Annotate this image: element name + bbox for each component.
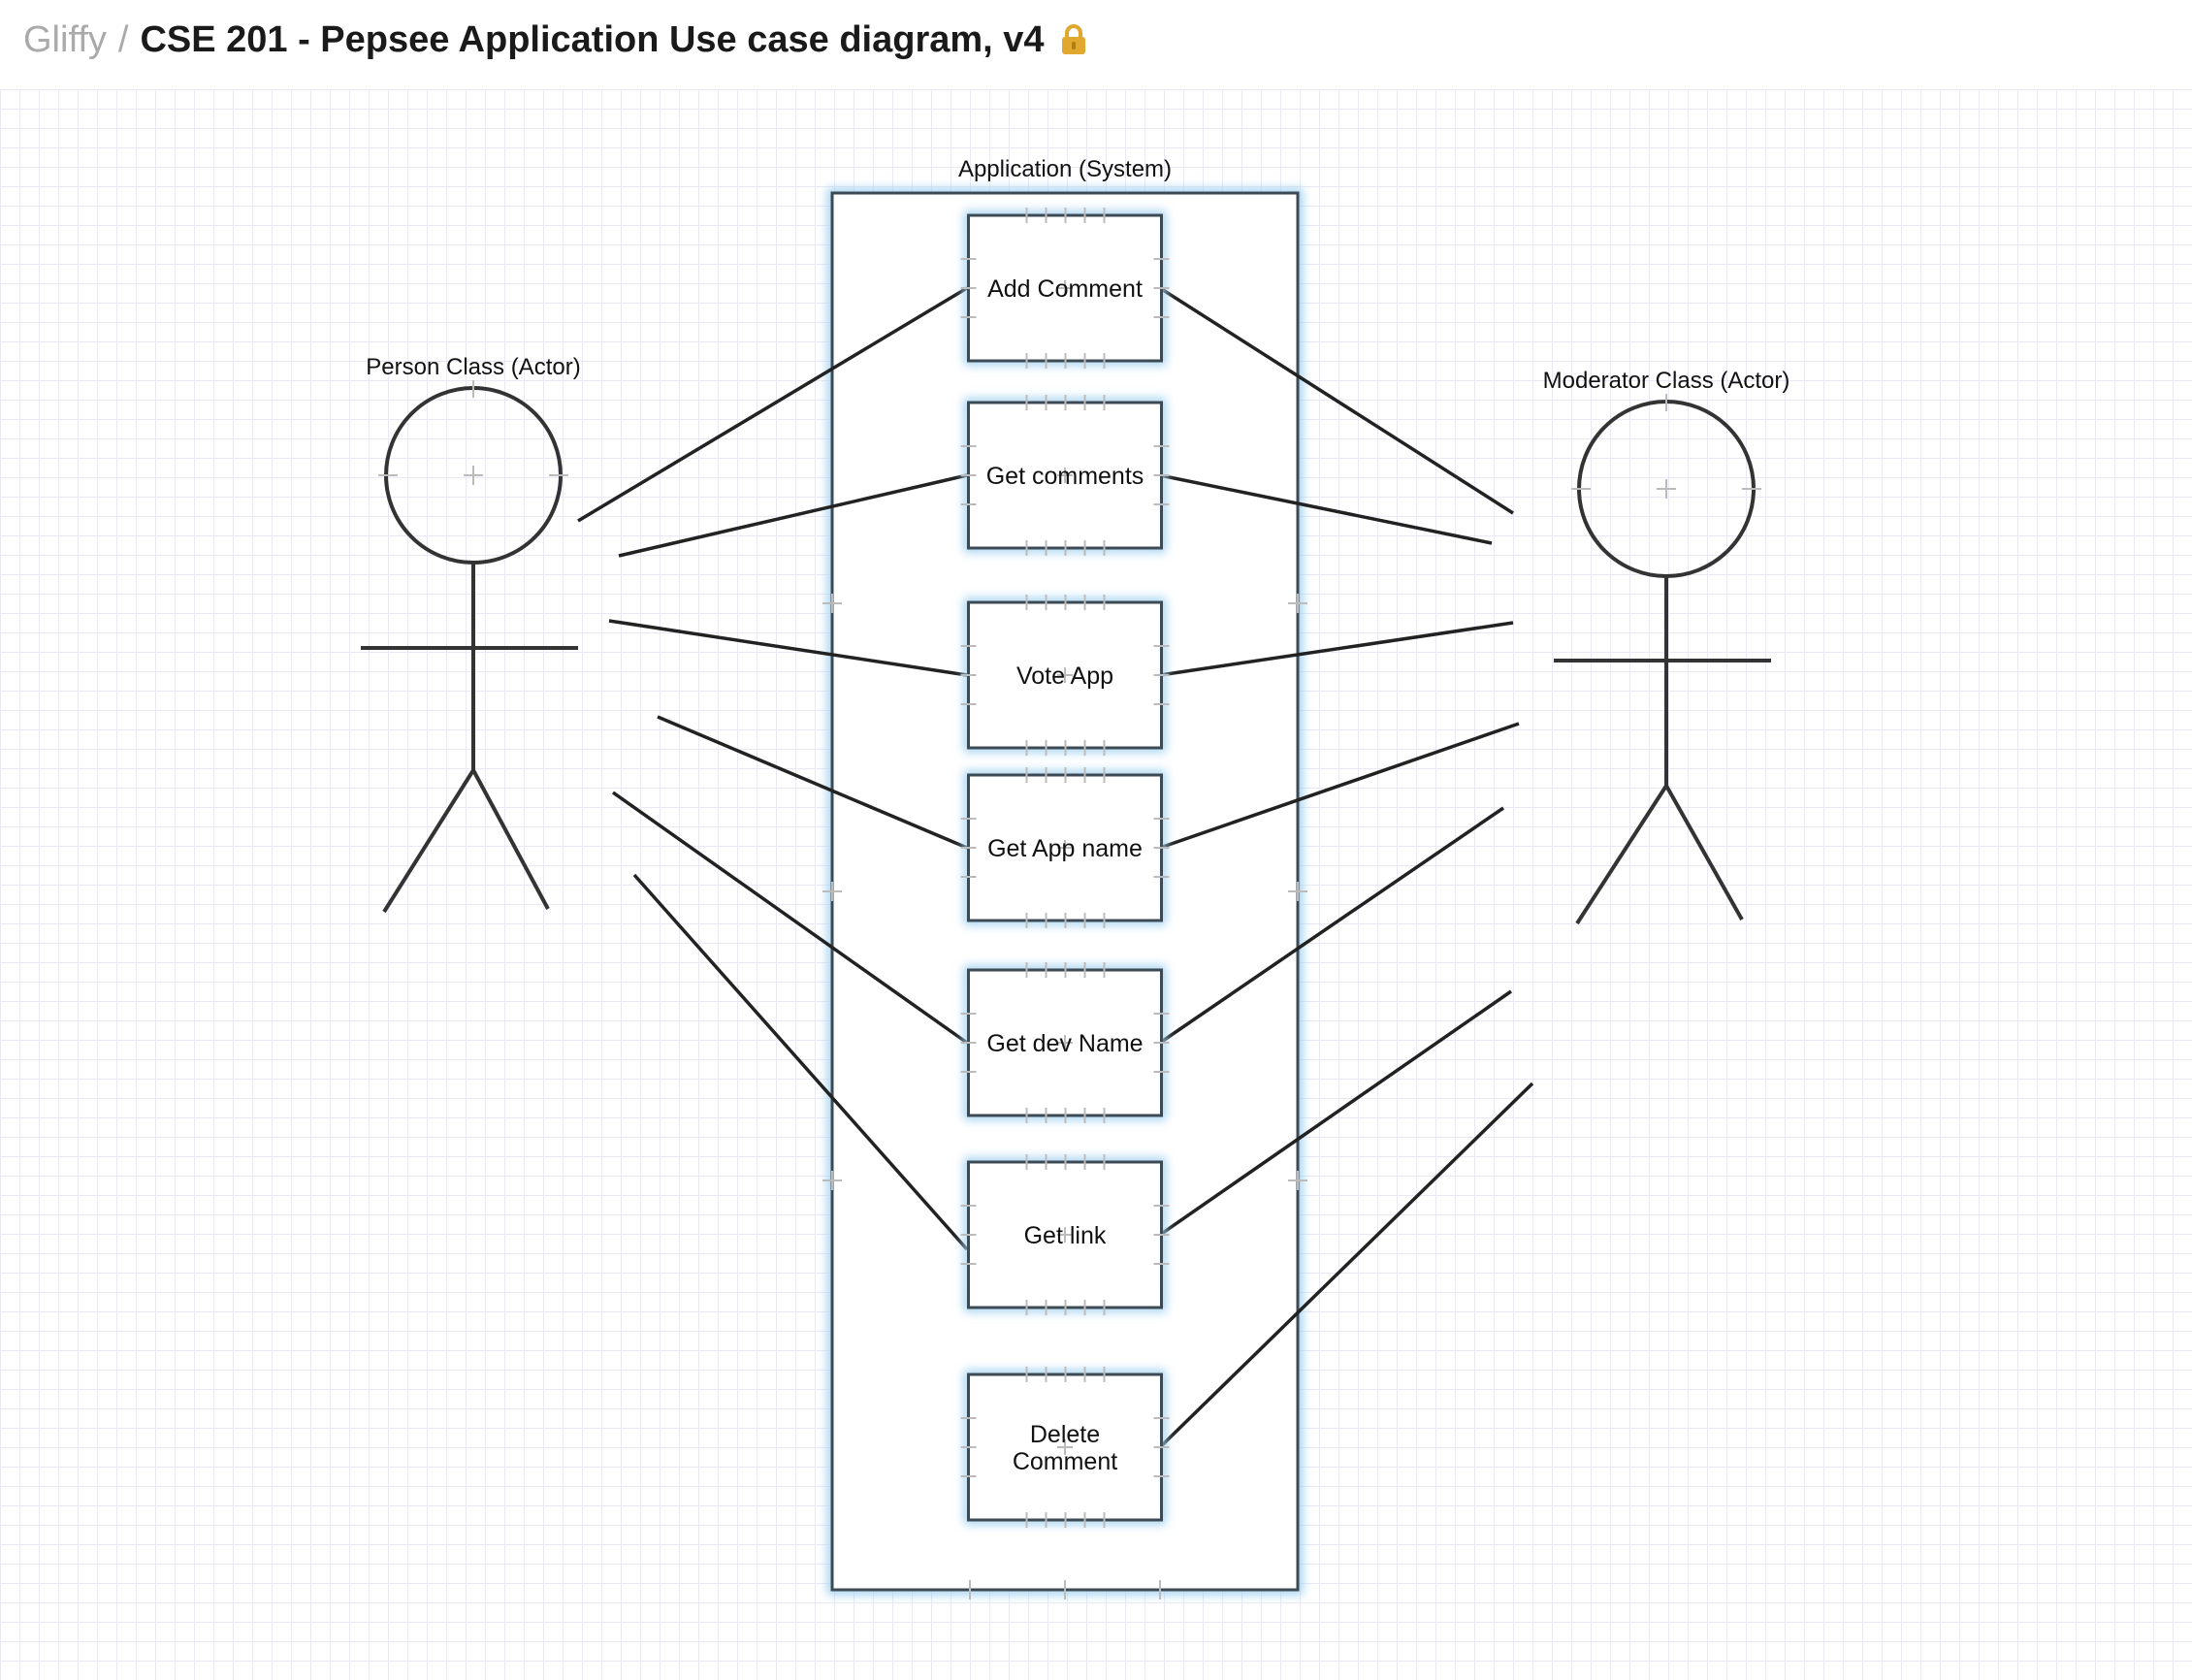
use-case-add-comment[interactable]: Add Comment (960, 208, 1170, 369)
use-case-get-dev-name[interactable]: Get dev Name (960, 962, 1170, 1123)
breadcrumb-separator: / (117, 18, 129, 60)
use-case-label: Delete (1030, 1421, 1100, 1448)
assoc-moderator-delete-comment (1158, 1082, 1534, 1449)
use-case-get-comments[interactable]: Get comments (960, 395, 1170, 556)
use-case-label: Get App name (987, 835, 1143, 862)
use-case-vote-app[interactable]: Vote App (960, 595, 1170, 756)
assoc-moderator-get-app-name (1159, 722, 1520, 850)
use-case-diagram[interactable]: Application (System) Person Class (Actor… (0, 89, 2192, 1680)
use-case-get-link[interactable]: Get link (960, 1154, 1170, 1315)
system-label: Application (System) (958, 156, 1172, 182)
moderator-associations (1158, 286, 1534, 1449)
actor-moderator-handles (1571, 394, 1761, 499)
system-boundary-handles (822, 594, 1307, 1599)
actor-moderator-label: Moderator Class (Actor) (1543, 368, 1790, 394)
use-case-handles (960, 1367, 1170, 1528)
use-case-label: Get dev Name (986, 1030, 1143, 1057)
use-case-label: Add Comment (987, 275, 1143, 303)
actor-person-handles (378, 380, 568, 485)
use-case-label: Get comments (986, 463, 1144, 490)
assoc-moderator-add-comment (1159, 286, 1514, 515)
person-associations (577, 286, 969, 1251)
assoc-moderator-get-link (1159, 989, 1512, 1237)
assoc-moderator-get-dev-name (1159, 806, 1504, 1045)
use-case-handles (960, 595, 1170, 756)
breadcrumb-app-link[interactable]: Gliffy (23, 18, 107, 60)
use-case-handles (960, 962, 1170, 1123)
assoc-person-get-comments (618, 473, 968, 558)
lock-icon (1060, 24, 1087, 55)
assoc-moderator-vote-app (1159, 621, 1514, 677)
assoc-person-add-comment (577, 286, 968, 523)
assoc-moderator-get-comments (1159, 473, 1493, 545)
assoc-person-get-dev-name (611, 791, 969, 1045)
use-case-handles (960, 208, 1170, 369)
use-case-handles (960, 395, 1170, 556)
use-case-get-app-name[interactable]: Get App name (960, 767, 1170, 928)
header: Gliffy / CSE 201 - Pepsee Application Us… (0, 0, 2192, 89)
actor-person[interactable] (361, 386, 578, 914)
use-case-label: Comment (1013, 1448, 1117, 1475)
actor-moderator[interactable] (1554, 400, 1771, 925)
assoc-person-vote-app (608, 619, 968, 677)
diagram-canvas[interactable]: Application (System) Person Class (Actor… (0, 89, 2192, 1680)
breadcrumb: Gliffy / CSE 201 - Pepsee Application Us… (23, 14, 1087, 66)
use-case-label: Vote App (1016, 662, 1113, 690)
assoc-person-get-app-name (657, 715, 968, 850)
use-case-handles (960, 767, 1170, 928)
assoc-person-get-link (632, 873, 969, 1251)
actor-person-label: Person Class (Actor) (366, 354, 580, 380)
use-case-label: Get link (1024, 1222, 1107, 1249)
use-case-handles (960, 1154, 1170, 1315)
page-title: CSE 201 - Pepsee Application Use case di… (140, 18, 1045, 60)
